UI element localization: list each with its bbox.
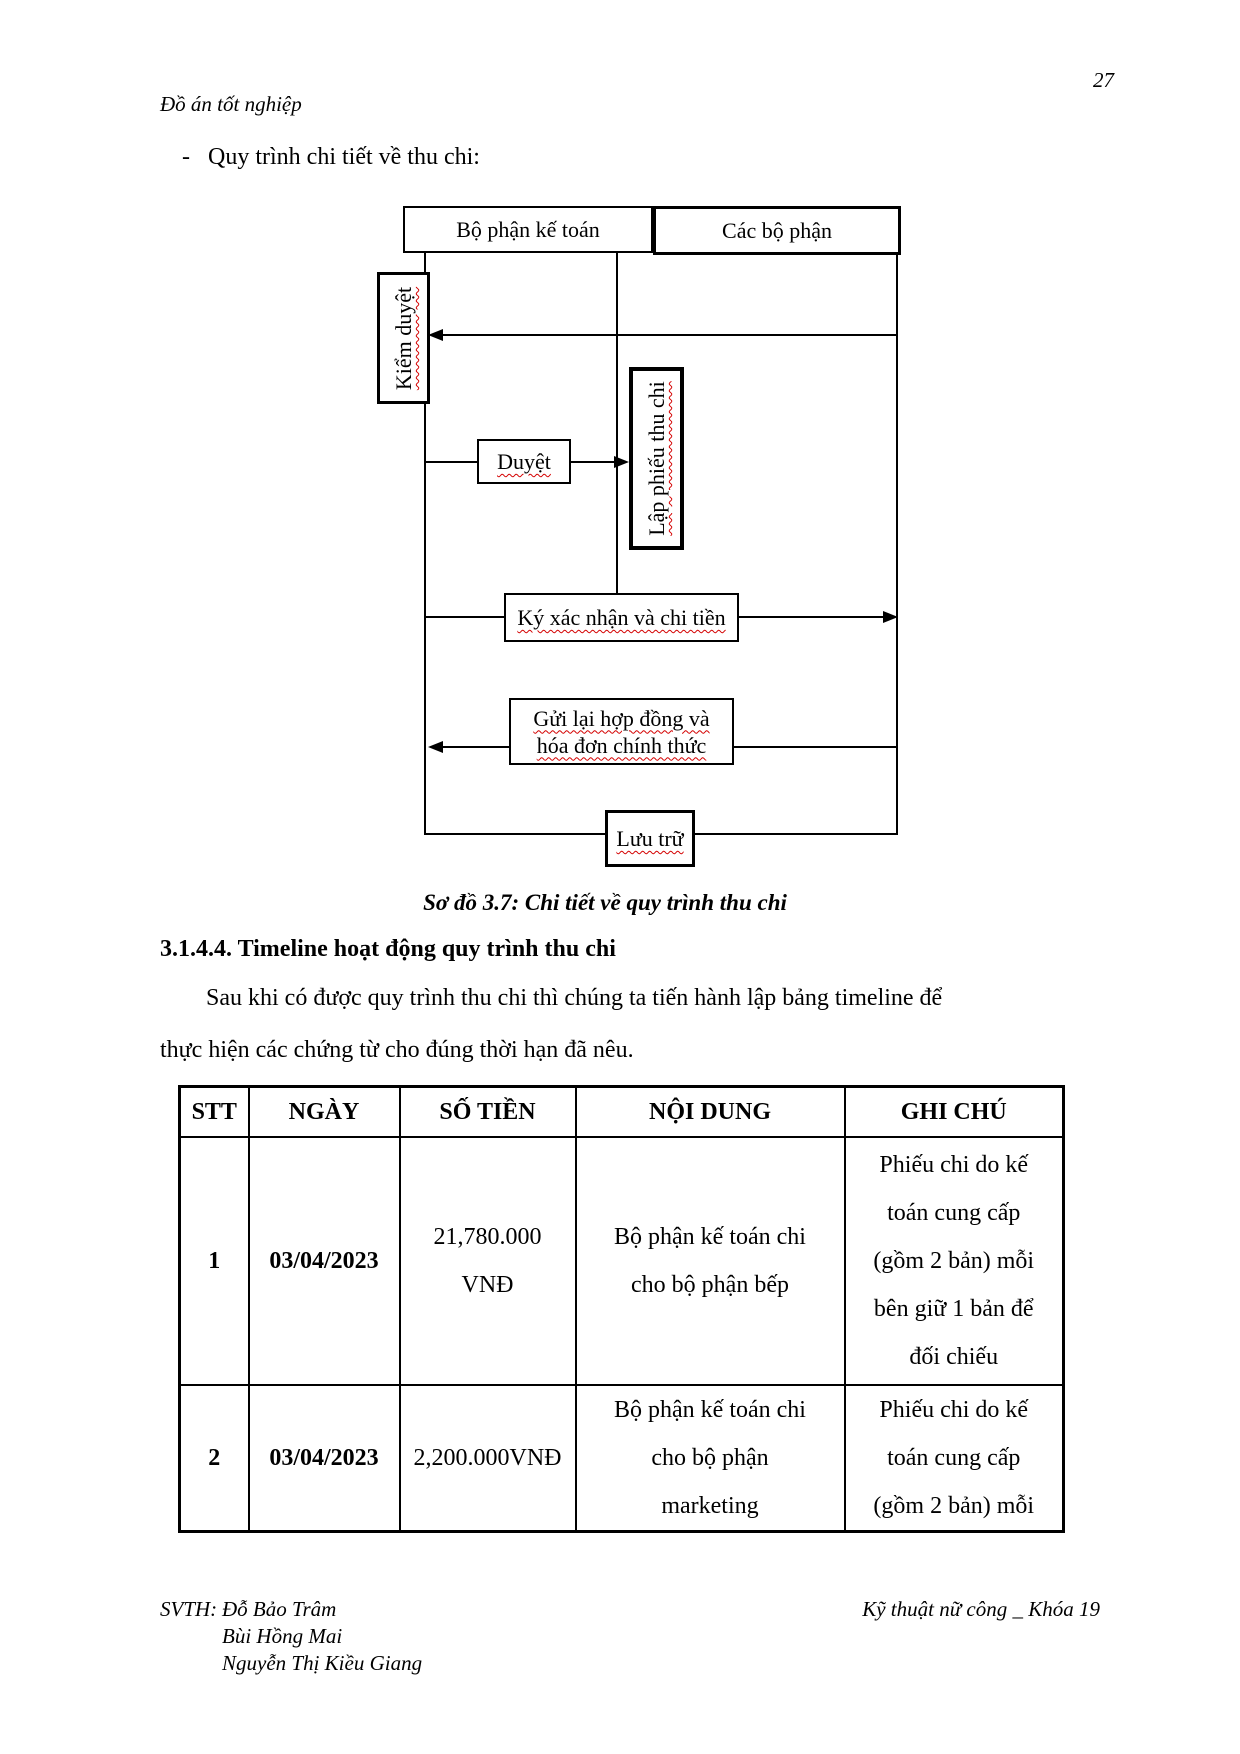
- step-luu-tru-label: Lưu trữ: [616, 826, 684, 851]
- bullet-line: - Quy trình chi tiết về thu chi:: [182, 144, 480, 171]
- figure-caption: Sơ đồ 3.7: Chi tiết về quy trình thu chi: [423, 890, 787, 915]
- lane-header-accounting: Bộ phận kế toán: [403, 206, 653, 253]
- page-footer: SVTH: Đỗ Bảo Trâm Bùi Hồng Mai Nguyễn Th…: [160, 1596, 1100, 1677]
- arrowhead-right-lap-phieu: [614, 456, 629, 468]
- step-kiem-duyet: Kiểm duyệt: [377, 272, 430, 404]
- step-lap-phieu: Lập phiếu thu chi: [629, 367, 684, 550]
- arrowhead-left-kiem-duyet: [428, 329, 443, 341]
- section-heading: 3.1.4.4. Timeline hoạt động quy trình th…: [160, 936, 616, 962]
- cell-stt: 2: [178, 1384, 250, 1533]
- connector-gui-lai-left: [437, 746, 509, 748]
- footer-author-name: Nguyễn Thị Kiều Giang: [222, 1651, 423, 1675]
- page-number: 27: [1093, 68, 1114, 92]
- middle-lifeline: [616, 253, 618, 595]
- step-duyet: Duyệt: [477, 439, 571, 484]
- cell-ghi-chu: Phiếu chi do kế toán cung cấp (gồm 2 bản…: [843, 1384, 1065, 1533]
- col-header-stt: STT: [178, 1085, 250, 1138]
- step-gui-lai-label: Gửi lại hợp đồng và hóa đơn chính thức: [533, 705, 710, 758]
- step-lap-phieu-label: Lập phiếu thu chi: [644, 381, 670, 536]
- cell-stt: 1: [178, 1136, 250, 1386]
- col-header-ghi-chu: GHI CHÚ: [843, 1085, 1065, 1138]
- connector-duyet-right: [571, 461, 617, 463]
- table-row: 2 03/04/2023 2,200.000VNĐ Bộ phận kế toá…: [178, 1384, 1065, 1533]
- body-paragraph: Sau khi có được quy trình thu chi thì ch…: [160, 985, 943, 1063]
- cell-ghi-chu: Phiếu chi do kế toán cung cấp (gồm 2 bản…: [843, 1136, 1065, 1386]
- step-luu-tru: Lưu trữ: [605, 810, 695, 867]
- footer-author-name: Đỗ Bảo Trâm: [222, 1597, 337, 1621]
- running-header: Đồ án tốt nghiệp: [160, 92, 302, 116]
- footer-course-info: Kỹ thuật nữ công _ Khóa 19: [862, 1597, 1100, 1621]
- connector-luu-tru-right: [695, 833, 898, 835]
- connector-luu-tru-left: [424, 833, 605, 835]
- step-duyet-label: Duyệt: [497, 449, 551, 474]
- col-header-noi-dung: NỘI DUNG: [574, 1085, 846, 1138]
- step-kiem-duyet-label: Kiểm duyệt: [391, 286, 417, 390]
- arrowhead-right-ky-xac: [883, 611, 898, 623]
- lane-header-departments-label: Các bộ phận: [722, 218, 832, 243]
- cell-so-tien: 2,200.000VNĐ: [398, 1384, 577, 1533]
- table-row: 1 03/04/2023 21,780.000 VNĐ Bộ phận kế t…: [178, 1136, 1065, 1386]
- connector-duyet-left: [424, 461, 477, 463]
- step-ky-xac-nhan-label: Ký xác nhận và chi tiền: [517, 605, 726, 630]
- connector-ky-xac-left: [424, 616, 504, 618]
- right-lifeline: [896, 255, 898, 835]
- col-header-so-tien: SỐ TIỀN: [398, 1085, 577, 1138]
- table-header-row: STT NGÀY SỐ TIỀN NỘI DUNG GHI CHÚ: [178, 1085, 1065, 1138]
- footer-author-name: Bùi Hồng Mai: [222, 1624, 343, 1648]
- cell-noi-dung: Bộ phận kế toán chi cho bộ phận marketin…: [574, 1384, 846, 1533]
- connector-to-kiem-duyet: [436, 334, 897, 336]
- bullet-dash: -: [182, 144, 190, 170]
- timeline-table: STT NGÀY SỐ TIỀN NỘI DUNG GHI CHÚ 1 03/0…: [178, 1085, 1065, 1533]
- cell-ngay: 03/04/2023: [247, 1136, 401, 1386]
- cell-noi-dung: Bộ phận kế toán chi cho bộ phận bếp: [574, 1136, 846, 1386]
- connector-ky-xac-right: [739, 616, 884, 618]
- left-lifeline: [424, 253, 426, 835]
- step-ky-xac-nhan: Ký xác nhận và chi tiền: [504, 593, 739, 642]
- lane-header-accounting-label: Bộ phận kế toán: [456, 217, 600, 242]
- step-gui-lai: Gửi lại hợp đồng và hóa đơn chính thức: [509, 698, 734, 765]
- col-header-ngay: NGÀY: [247, 1085, 401, 1138]
- cell-so-tien: 21,780.000 VNĐ: [398, 1136, 577, 1386]
- lane-header-departments: Các bộ phận: [653, 206, 901, 255]
- cell-ngay: 03/04/2023: [247, 1384, 401, 1533]
- footer-svth-label: SVTH:: [160, 1597, 218, 1621]
- bullet-text: Quy trình chi tiết về thu chi:: [208, 144, 480, 170]
- footer-authors: SVTH: Đỗ Bảo Trâm Bùi Hồng Mai Nguyễn Th…: [160, 1596, 422, 1677]
- connector-gui-lai-right: [734, 746, 896, 748]
- arrowhead-left-gui-lai: [428, 741, 443, 753]
